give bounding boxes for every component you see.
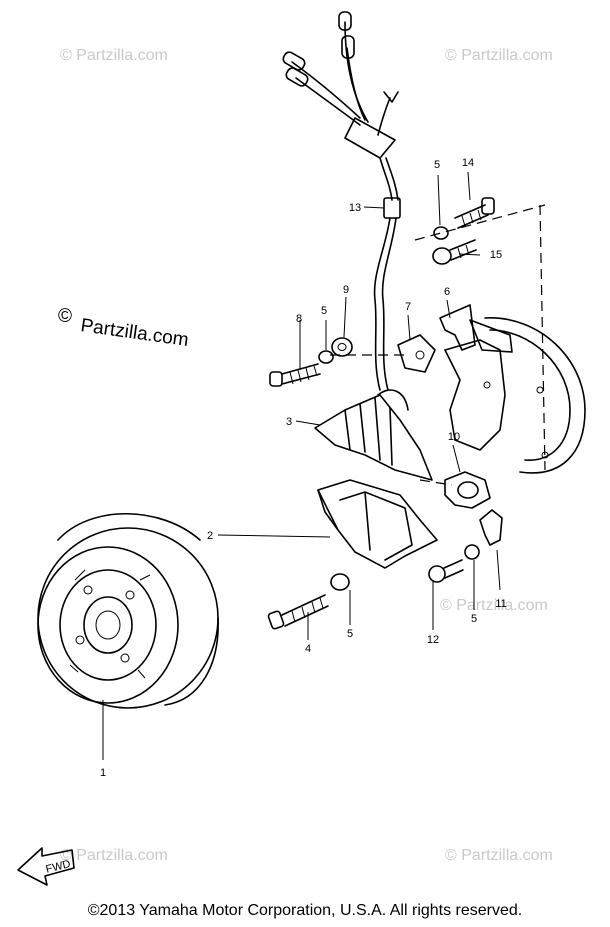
watermark: © Partzilla.com: [445, 47, 553, 64]
watermark: © Partzilla.com: [445, 847, 553, 864]
washer-part-5: [464, 544, 480, 560]
callout-1: 1: [100, 767, 106, 779]
callout-5: 5: [434, 159, 440, 171]
callout-13: 13: [349, 202, 361, 214]
screw-part-12: [428, 559, 464, 583]
watermark: © Partzilla.com: [60, 847, 168, 864]
reference-dashed-line: [539, 204, 546, 471]
callout-7: 7: [405, 301, 411, 313]
callout-12: 12: [427, 634, 439, 646]
forward-arrow-icon: FWD: [17, 847, 75, 886]
screw-part-14: [454, 197, 495, 229]
stator-plate: [444, 317, 586, 474]
reference-dashed-line: [414, 204, 546, 241]
callout-5: 5: [347, 628, 353, 640]
wire-harness: [282, 11, 401, 391]
callout-9: 9: [343, 284, 349, 296]
callout-5: 5: [471, 613, 477, 625]
washer-part-5: [433, 226, 449, 240]
coil-part-2: [317, 479, 438, 569]
callout-15: 15: [490, 249, 502, 261]
washer-part-5: [318, 350, 334, 364]
washer-part-5: [330, 573, 350, 591]
callout-14: 14: [462, 157, 474, 169]
copyright-notice: ©2013 Yamaha Motor Corporation, U.S.A. A…: [87, 902, 523, 919]
clip-part-11: [479, 509, 503, 546]
flywheel-part-1: [37, 512, 219, 709]
watermark: © Partzilla.com: [60, 47, 168, 64]
coil-part-3: [314, 389, 433, 481]
contact-breaker-part-7: [397, 334, 436, 373]
watermark: © Partzilla.com: [440, 597, 548, 614]
reference-dashed-line: [419, 479, 453, 486]
callout-11: 11: [495, 598, 506, 610]
callout-6: 6: [444, 286, 450, 298]
fwd-label: FWD: [45, 858, 72, 876]
watermark-large: Partzilla.com: [79, 315, 190, 351]
callout-8: 8: [296, 313, 302, 325]
callout-3: 3: [286, 416, 292, 428]
screw-part-15: [432, 239, 477, 265]
callout-5: 5: [321, 305, 327, 317]
callout-4: 4: [305, 643, 311, 655]
bracket-part-6: [439, 304, 476, 351]
condenser-part-10: [444, 471, 491, 509]
leader-lines: [102, 171, 501, 760]
screw-part-4: [267, 594, 329, 630]
callout-10: 10: [448, 431, 460, 443]
watermark-large-symbol: ©: [58, 306, 72, 327]
screw-part-8: [269, 363, 321, 387]
washer-part-9: [331, 337, 353, 357]
callout-2: 2: [207, 530, 213, 542]
